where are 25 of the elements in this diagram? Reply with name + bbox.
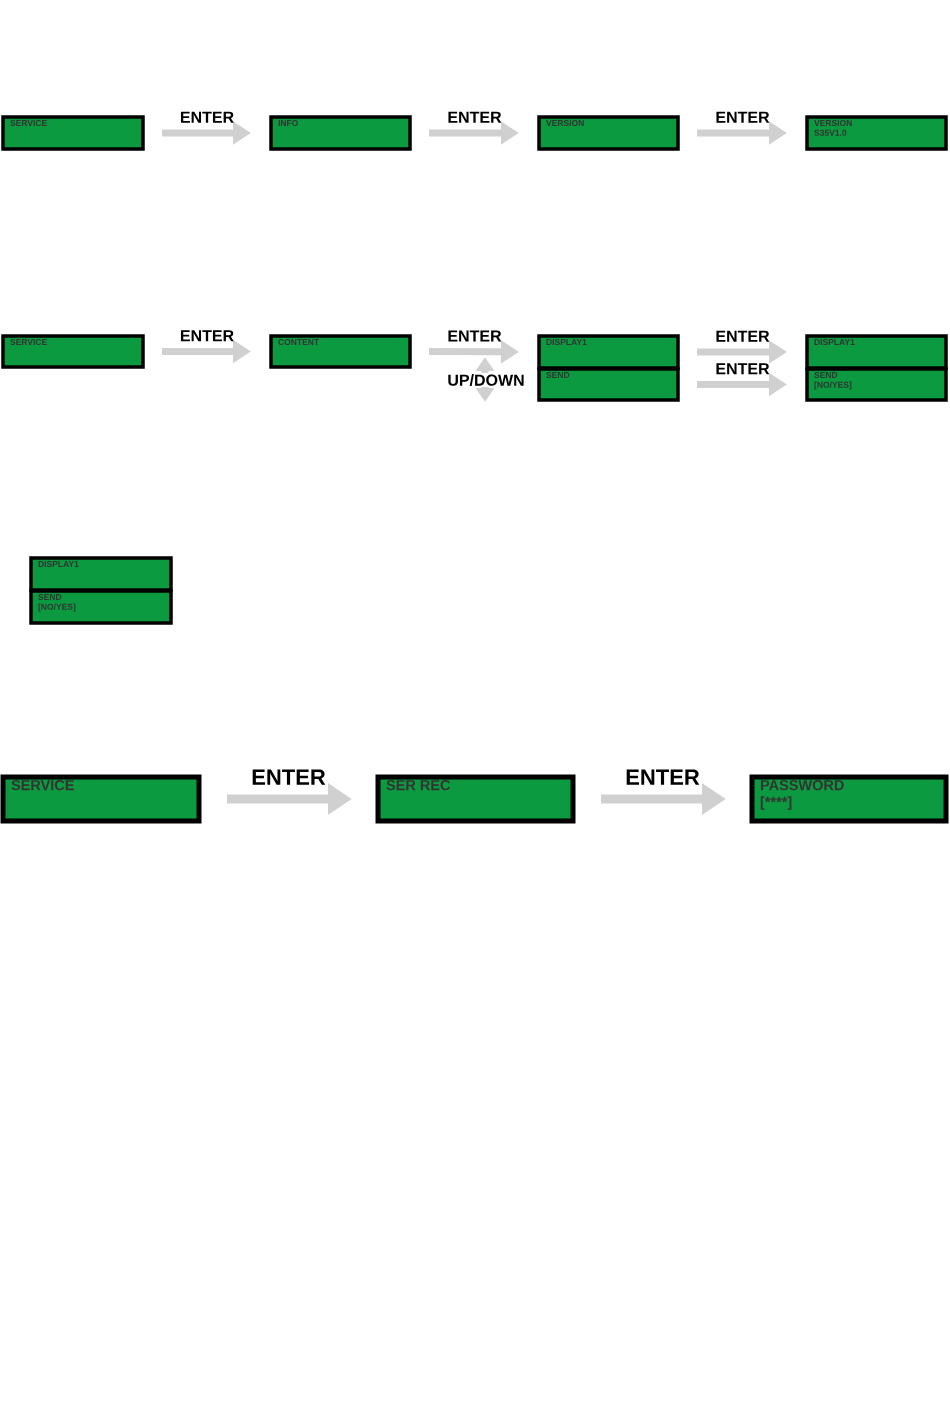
edge-label: ENTER [252, 769, 326, 785]
lcd-screen: INFO [269, 115, 412, 151]
edge-label: ENTER [180, 330, 234, 342]
edge-label: ENTER [180, 111, 234, 123]
edge-label: ENTER [716, 363, 770, 375]
lcd-screen: DISPLAY1 [805, 334, 948, 370]
lcd-screen: DISPLAY1 [29, 556, 173, 592]
lcd-screen: VERSION S35V1.0 [805, 115, 948, 151]
lcd-screen: SERVICE [0, 774, 202, 824]
edge-label: ENTER [448, 111, 502, 123]
lcd-screen: SERVICE [1, 115, 145, 151]
edge-label: ENTER [448, 330, 502, 342]
lcd-screen: SEND [NO/YES] [29, 589, 173, 625]
edge-label: ENTER [716, 330, 770, 342]
lcd-screen: SERVICE [1, 334, 145, 369]
lcd-screen: SEND [NO/YES] [805, 367, 948, 402]
lcd-screen: VERSION [537, 115, 680, 151]
edge-label: ENTER [626, 769, 700, 785]
direction-label: UP/DOWN [446, 373, 526, 387]
lcd-screen: PASSWORD [****] [749, 774, 949, 824]
lcd-screen: DISPLAY1 [537, 334, 680, 370]
edge-label: ENTER [716, 111, 770, 123]
lcd-screen: SEND [537, 367, 680, 402]
lcd-screen: SER REC [375, 774, 576, 824]
lcd-screen: CONTENT [269, 334, 412, 369]
